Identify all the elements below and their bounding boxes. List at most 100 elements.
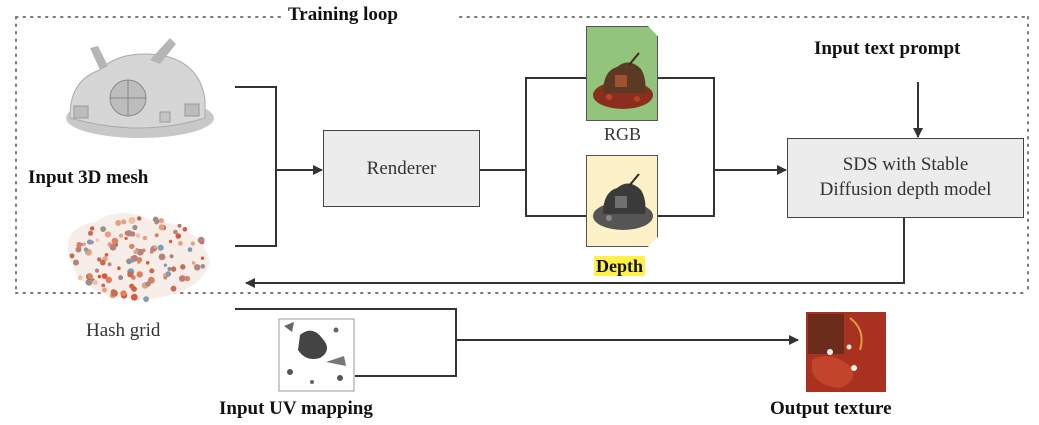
hash-grid-dot [100,259,106,266]
hash-grid-dot [133,249,139,255]
hash-grid-dot [101,273,108,279]
hash-grid-dot [126,258,132,265]
hash-grid-dot [100,226,106,233]
hash-grid-dot [132,224,138,231]
hash-grid-dot [94,268,100,273]
hash-grid-dot [125,230,133,237]
hash-grid-dot [130,293,138,301]
hash-grid-dot [115,220,122,226]
renderer-connectors [480,77,787,217]
hash-grid-dot [127,271,134,278]
sds-label-line2: Diffusion depth model [819,179,992,200]
hash-grid-dot [143,296,150,302]
depth-scene-icon [593,173,653,230]
training-loop-frame [15,16,1029,294]
hash-grid-dot [153,245,157,249]
output-texture-image [806,312,886,392]
hash-grid-dot [163,263,168,267]
hash-grid-dot [194,264,201,271]
hash-grid-dot [157,244,164,251]
hash-grid-dot [87,239,93,245]
hash-grid-dot [158,218,164,224]
renderer-label: Renderer [366,157,437,179]
hash-grid-dot [121,219,127,225]
hash-grid-dot [177,223,182,228]
hash-grid-dot [169,254,174,259]
hash-grid-dot [107,262,112,267]
hash-grid-dot [90,226,95,231]
hash-grid-dot [142,235,148,241]
rgb-label: RGB [604,124,642,144]
hash-grid-dot [163,273,167,277]
hash-grid-image [67,212,211,300]
renderer-box: Renderer [323,130,480,207]
hash-grid-dot [130,259,134,263]
output-texture-label: Output texture [770,398,892,419]
hash-grid-dot [101,283,106,288]
hash-grid-dot [178,275,186,282]
hash-grid-dot [182,227,188,232]
hash-grid-dot [165,271,172,277]
hash-grid-dot [184,275,191,282]
hash-grid-dot [104,253,109,257]
hash-grid-dot [105,276,113,284]
rgb-scene-icon [593,52,653,109]
hash-grid-dot [95,238,100,242]
hash-grid-dot [136,248,144,256]
mesh-image [66,38,214,138]
hash-grid-dot [77,275,83,281]
hash-grid-dot [92,279,98,286]
hash-grid-dot [200,264,206,269]
hash-grid-dot [149,268,155,274]
hash-grid-dot [120,290,127,297]
hash-grid-dot [129,243,135,250]
hash-grid-dot [173,229,178,235]
hash-grid-dot [132,286,137,291]
hash-grid-dot [152,216,159,223]
hash-grid-dot [76,242,82,247]
sds-box: SDS with Stable Diffusion depth model [787,138,1024,218]
hash-grid-dot [109,243,117,251]
uv-mapping-label: Input UV mapping [219,398,373,419]
input-mesh-label: Input 3D mesh [28,167,149,188]
training-loop-title: Training loop [288,4,398,25]
input-connectors [235,86,323,247]
hash-grid-dot [102,287,107,293]
hash-grid-dot [117,266,121,271]
hash-grid-dot [145,281,151,287]
hash-grid-dot [197,236,205,244]
hash-grid-dot [87,273,93,280]
feedback-arrow [245,218,905,288]
hash-grid-dot [128,217,136,224]
hash-grid-dot [178,240,183,246]
hash-grid-dot [136,257,143,263]
hash-grid-dot [104,231,111,238]
sds-label-line1: SDS with Stable [842,154,969,176]
hash-grid-dots [69,216,206,302]
hash-grid-label: Hash grid [86,320,161,341]
hash-grid-dot [124,236,128,240]
hash-grid-dot [110,289,118,297]
hash-grid-dot [111,237,119,245]
hash-grid-dot [158,253,166,261]
hash-grid-dot [145,261,150,265]
hash-grid-dot [118,275,124,281]
hash-grid-dot [191,261,196,265]
hash-grid-dot [73,259,79,266]
hash-grid-dot [170,285,177,292]
hash-grid-dot [200,256,205,260]
hash-grid-dot [82,242,86,247]
hash-grid-dot [163,275,168,280]
hash-grid-dot [69,253,75,259]
depth-image [586,155,658,247]
hash-grid-dot [136,271,143,278]
hash-grid-dot [83,247,89,252]
hash-grid-dot [170,266,177,272]
hash-grid-dot [175,233,182,239]
hash-grid-dot [158,224,165,231]
hash-grid-dot [118,233,124,238]
hash-grid-dot [97,257,102,262]
hash-grid-dot [190,241,195,246]
